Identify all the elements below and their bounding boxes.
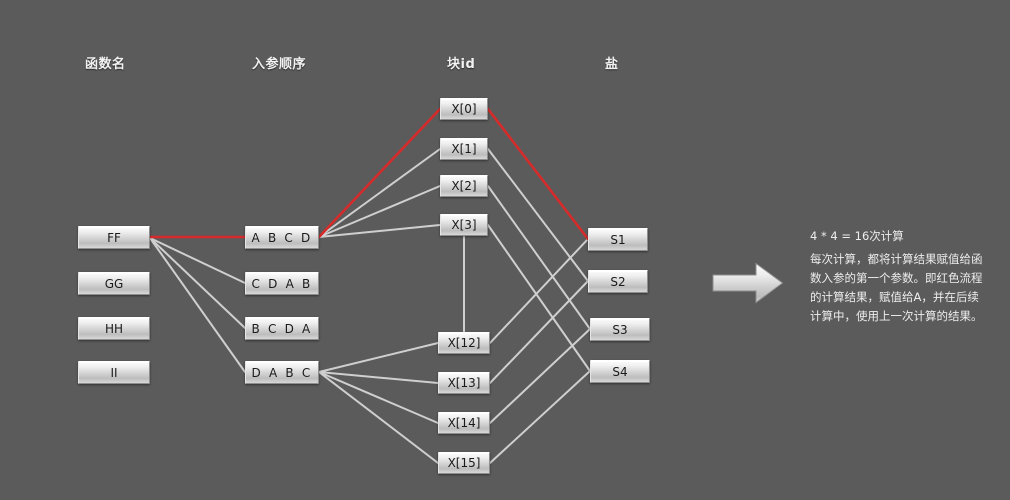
- node-function-gg[interactable]: GG: [78, 272, 150, 295]
- node-salt-s2[interactable]: S2: [588, 270, 648, 293]
- edge-FF-to-CDAB: [149, 237, 246, 284]
- node-function-ii[interactable]: II: [78, 361, 150, 384]
- node-param-order-bcda[interactable]: B C D A: [245, 317, 319, 340]
- node-salt-s4[interactable]: S4: [590, 360, 650, 383]
- node-param-order-abcd[interactable]: A B C D: [245, 226, 319, 249]
- column-header-4: 盐: [605, 57, 619, 72]
- column-header-3: 块id: [447, 57, 476, 72]
- edge-DABC-to-X15: [318, 371, 439, 464]
- edge-ABCD-to-X3: [318, 224, 441, 238]
- edge-X1-to-S2: [487, 148, 589, 282]
- edge-DABC-to-X14: [318, 371, 439, 424]
- column-header-2: 入参顺序: [252, 57, 307, 72]
- node-salt-s3[interactable]: S3: [590, 318, 650, 341]
- node-block-x2[interactable]: X[2]: [440, 175, 488, 197]
- edge-ABCD-to-X2: [318, 185, 441, 238]
- edge-highlight-X0-to-S1: [486, 107, 590, 241]
- edge-highlight-ABCD-to-X0: [317, 107, 442, 239]
- node-function-ff[interactable]: FF: [78, 226, 150, 249]
- node-param-order-dabc[interactable]: D A B C: [245, 361, 319, 384]
- edge-X14-to-S3: [489, 328, 591, 424]
- edge-X2-to-S3: [487, 185, 591, 330]
- node-block-x13[interactable]: X[13]: [438, 372, 490, 394]
- column-header-1: 函数名: [85, 57, 126, 72]
- node-param-order-cdab[interactable]: C D A B: [245, 272, 319, 295]
- node-block-x14[interactable]: X[14]: [438, 412, 490, 434]
- edge-X13-to-S2: [489, 280, 589, 384]
- node-function-hh[interactable]: HH: [78, 317, 150, 340]
- node-block-x3[interactable]: X[3]: [440, 214, 488, 236]
- note-title: 4 * 4 = 16次计算: [810, 229, 904, 243]
- node-block-x12[interactable]: X[12]: [438, 332, 490, 354]
- edge-X15-to-S4: [489, 370, 591, 464]
- edge-FF-to-BCDA: [149, 237, 246, 329]
- node-block-x0[interactable]: X[0]: [440, 98, 488, 120]
- edge-FF-to-DABC: [149, 237, 246, 373]
- node-salt-s1[interactable]: S1: [588, 228, 648, 251]
- edge-X12-to-S1: [489, 238, 589, 344]
- edge-ABCD-to-X1: [318, 148, 441, 238]
- node-block-x15[interactable]: X[15]: [438, 452, 490, 474]
- right-arrow-icon: [712, 262, 784, 304]
- node-block-x1[interactable]: X[1]: [440, 138, 488, 160]
- edge-DABC-to-X13: [318, 371, 439, 384]
- note-body: 每次计算，都将计算结果赋值给函数入参的第一个参数。即红色流程的计算结果，赋值给A…: [810, 252, 983, 323]
- edge-X3-to-S4: [487, 224, 591, 372]
- edge-DABC-to-X12: [318, 342, 439, 373]
